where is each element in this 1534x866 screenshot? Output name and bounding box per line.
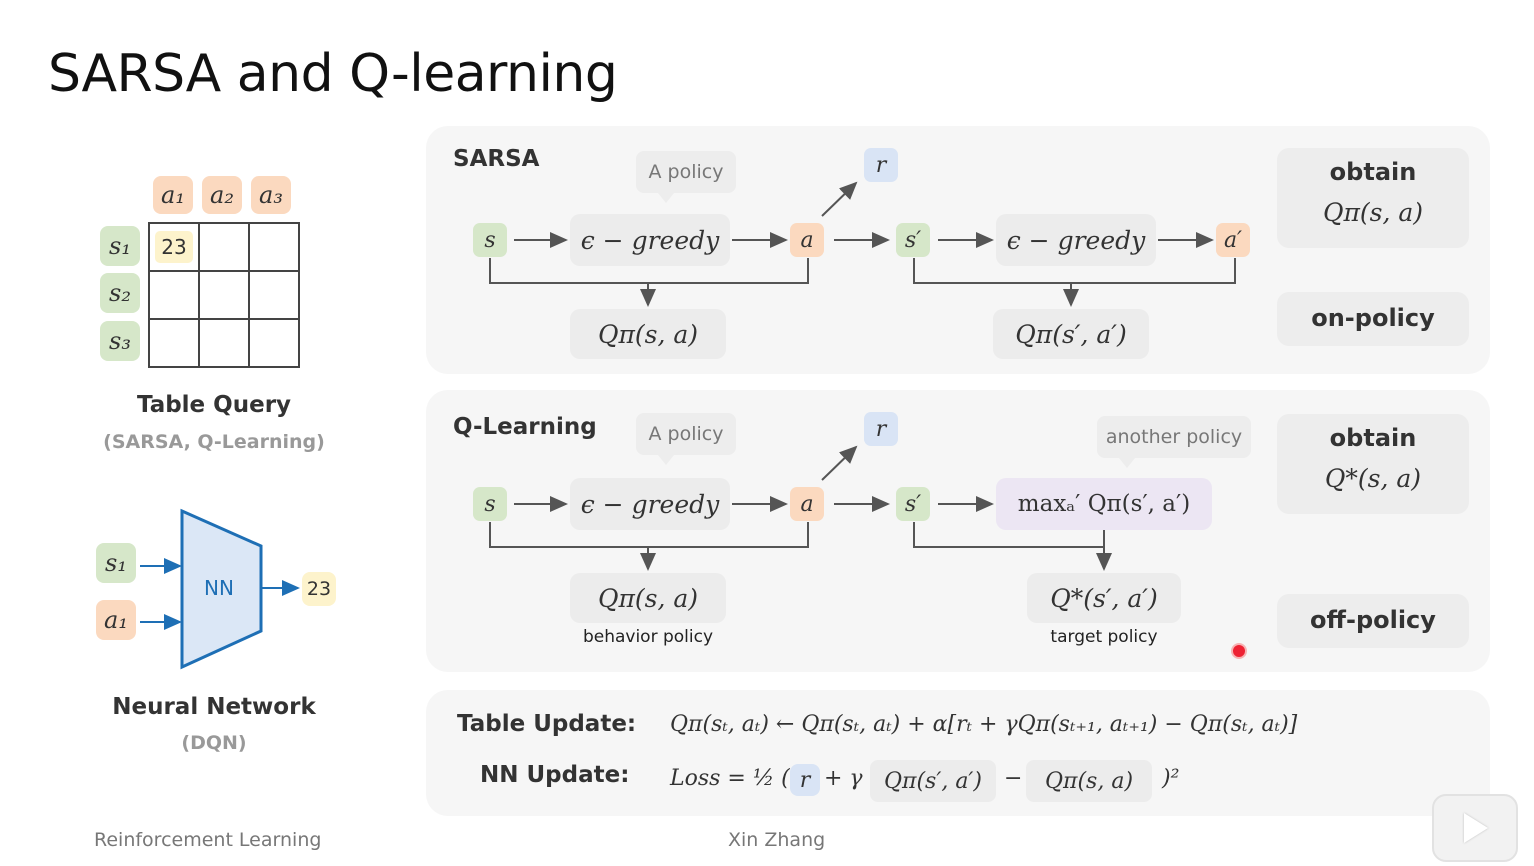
obtain-math: Q*(s, a) xyxy=(1324,464,1422,493)
epsilon-greedy-box: ϵ − greedy xyxy=(570,214,730,266)
policy-type-label: off-policy xyxy=(1310,606,1436,634)
another-policy-bubble: another policy xyxy=(1097,416,1251,468)
q-cell xyxy=(198,270,250,320)
nn-plus-gamma: + γ xyxy=(824,766,863,791)
state-node: s xyxy=(473,487,507,521)
q-star-box: Q*(s′, a′) xyxy=(1027,573,1181,623)
q-cell-value: 23 xyxy=(155,231,193,263)
nn-reward-chip: r xyxy=(790,764,820,796)
state-chip: s₁ xyxy=(100,226,140,266)
nn-shape xyxy=(140,508,300,670)
q-cell xyxy=(198,318,250,368)
epsilon-greedy-box: ϵ − greedy xyxy=(570,478,730,530)
state-node: s xyxy=(473,223,507,257)
next-state-node: s′ xyxy=(896,223,930,257)
obtain-label: obtain xyxy=(1329,424,1417,452)
action-chip: a₂ xyxy=(202,176,242,214)
action-node: a xyxy=(790,223,824,257)
nn-action-input: a₁ xyxy=(96,600,136,640)
q-next-value-box: Qπ(s′, a′) xyxy=(993,309,1149,359)
epsilon-greedy-box: ϵ − greedy xyxy=(996,214,1156,266)
nn-minus: − xyxy=(1004,766,1023,791)
behavior-policy-tag: behavior policy xyxy=(582,627,714,647)
q-cell: 23 xyxy=(148,222,200,272)
nn-pred-q-box: Qπ(s, a) xyxy=(1026,760,1152,802)
q-cell xyxy=(148,318,200,368)
reward-node: r xyxy=(864,148,898,182)
next-action-node: a′ xyxy=(1216,223,1250,257)
table-query-subcaption: (SARSA, Q-Learning) xyxy=(103,431,325,453)
slide-title: SARSA and Q-learning xyxy=(48,44,618,104)
max-q-box: maxₐ′ Qπ(s′, a′) xyxy=(996,478,1212,530)
nn-subcaption: (DQN) xyxy=(181,732,247,754)
state-chip: s₃ xyxy=(100,321,140,361)
play-button-icon[interactable] xyxy=(1432,794,1518,862)
policy-bubble: A policy xyxy=(636,413,736,465)
target-policy-tag: target policy xyxy=(1050,627,1158,647)
reward-node: r xyxy=(864,412,898,446)
action-chip: a₁ xyxy=(153,176,193,214)
action-node: a xyxy=(790,487,824,521)
nn-update-label: NN Update: xyxy=(480,762,630,788)
nn-label: NN xyxy=(204,576,234,600)
q-cell xyxy=(248,270,300,320)
policy-bubble: A policy xyxy=(636,151,736,203)
table-update-formula: Qπ(sₜ, aₜ) ← Qπ(sₜ, aₜ) + α[rₜ + γQπ(sₜ₊… xyxy=(670,712,1298,737)
policy-type-box xyxy=(1277,594,1469,648)
footer-course: Reinforcement Learning xyxy=(94,829,322,851)
pointer-cursor-icon xyxy=(1231,643,1247,659)
q-cell xyxy=(248,318,300,368)
q-cell xyxy=(198,222,250,272)
obtain-box xyxy=(1277,148,1469,248)
obtain-math: Qπ(s, a) xyxy=(1322,198,1424,227)
state-chip: s₂ xyxy=(100,273,140,313)
q-value-box: Qπ(s, a) xyxy=(570,573,726,623)
footer-author: Xin Zhang xyxy=(728,829,826,851)
obtain-box xyxy=(1277,414,1469,514)
nn-output: 23 xyxy=(302,572,336,606)
next-state-node: s′ xyxy=(896,487,930,521)
action-chip: a₃ xyxy=(251,176,291,214)
nn-loss-prefix: Loss = ½ ( xyxy=(670,766,790,791)
q-cell xyxy=(248,222,300,272)
policy-type-label: on-policy xyxy=(1311,304,1435,332)
qlearning-label: Q-Learning xyxy=(453,414,597,440)
table-update-label: Table Update: xyxy=(457,711,637,737)
q-value-box: Qπ(s, a) xyxy=(570,309,726,359)
nn-close: )² xyxy=(1162,766,1180,791)
nn-state-input: s₁ xyxy=(96,543,136,583)
obtain-label: obtain xyxy=(1329,158,1417,186)
q-cell xyxy=(148,270,200,320)
table-query-caption: Table Query xyxy=(136,392,292,418)
nn-target-q-box: Qπ(s′, a′) xyxy=(870,760,996,802)
q-table: 23 xyxy=(148,222,300,368)
nn-caption: Neural Network xyxy=(112,694,316,720)
policy-type-box xyxy=(1277,292,1469,346)
sarsa-label: SARSA xyxy=(453,146,540,172)
